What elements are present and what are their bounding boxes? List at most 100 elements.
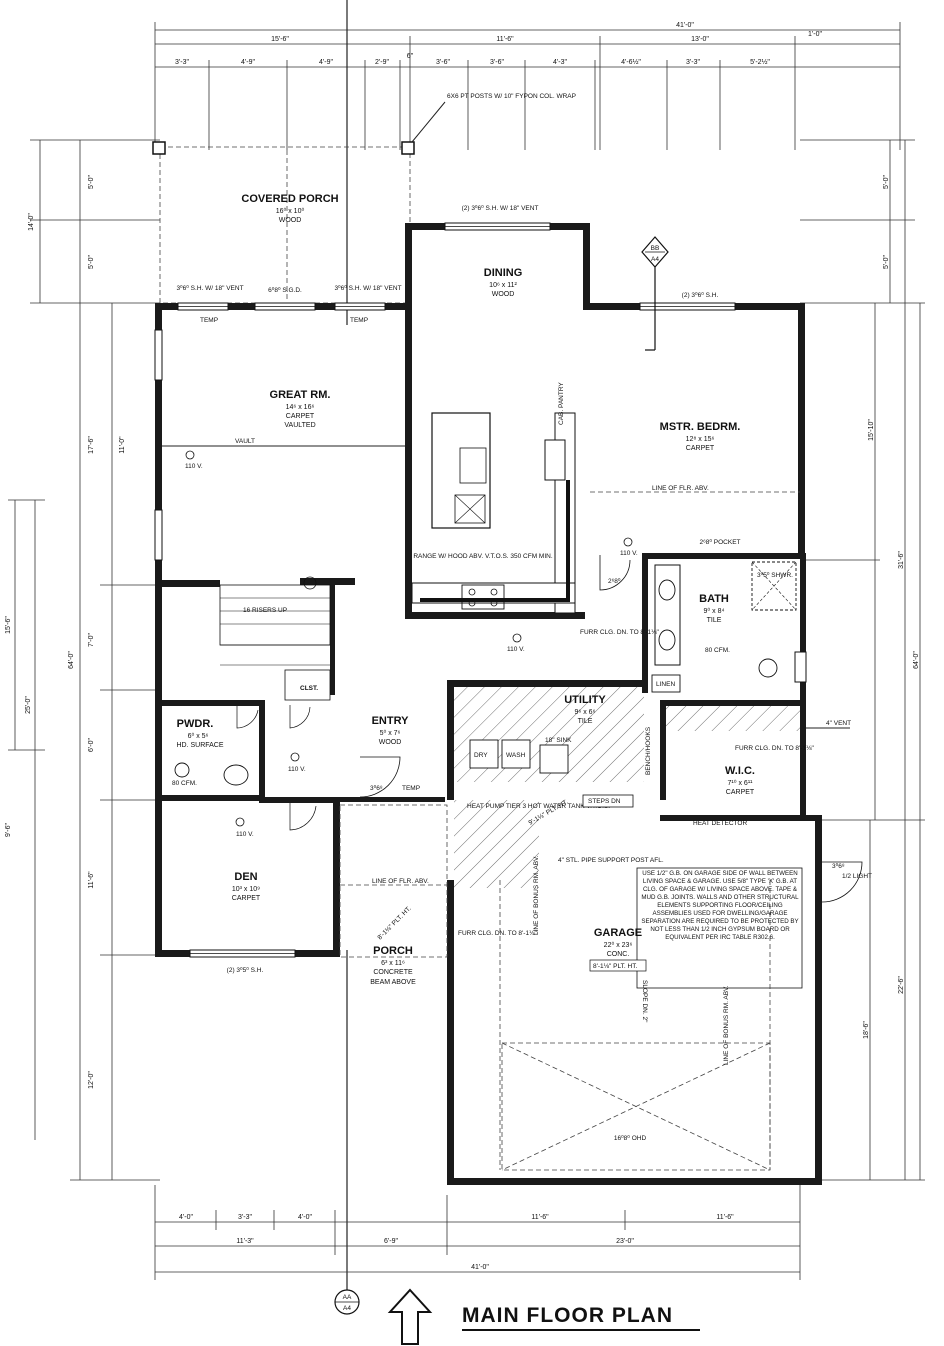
smoke-detector-icon <box>623 537 633 547</box>
great-rm-finish: CARPET <box>286 413 315 420</box>
wic-hatch <box>666 706 800 731</box>
heat-detector-label: HEAT DETECTOR <box>693 820 747 827</box>
dim-left-3: 15'-6" <box>5 616 12 634</box>
dim-bot-5: 11'-6" <box>716 1214 734 1221</box>
entry-finish: WOOD <box>379 739 402 746</box>
bath-name: BATH <box>699 593 729 605</box>
den-name: DEN <box>234 871 257 883</box>
great-window-right-label: 3⁰6⁰ S.H. W/ 18" VENT <box>334 284 401 292</box>
wic-size: 7¹⁰ x 6¹¹ <box>728 779 754 787</box>
entry-name: ENTRY <box>372 715 410 727</box>
right-dimensions: 5'-0" 5'-0" 15'-10" 31'-6" 64'-0" 22'-6"… <box>800 139 925 1181</box>
dim-top-3: 13'-0" <box>691 36 709 43</box>
entry-outlet-label: 110 V. <box>507 646 525 653</box>
master-window-label: (2) 3⁰6⁰ S.H. <box>682 291 719 299</box>
furr-label-2: FURR CLG. DN. TO 8'-1⅛" <box>580 629 659 636</box>
dim-bot-3: 4'-0" <box>298 1214 312 1221</box>
toilet-icon <box>174 762 190 778</box>
dim-bot-4: 11'-6" <box>531 1214 549 1221</box>
sink-icon <box>658 579 676 601</box>
section-marker-aa: AA A4 <box>334 1289 360 1315</box>
sink-icon <box>223 764 249 786</box>
smoke-detector-icon <box>290 752 300 762</box>
dim-bot-2: 3'-3" <box>238 1214 252 1221</box>
posts-note: 6X6 PT POSTS W/ 10" FYPON COL. WRAP <box>447 93 576 100</box>
pipe-label: 4" STL. PIPE SUPPORT POST AFL. <box>558 857 664 864</box>
wic-finish: CARPET <box>726 789 755 796</box>
utility: DRY WASH 18" SINK BENCH/HOOKS UTILITY 9⁶… <box>454 687 652 782</box>
entry-size: 5⁰ x 7⁶ <box>380 729 401 737</box>
porch-name: PORCH <box>373 945 413 957</box>
dim-bot-1: 4'-0" <box>179 1214 193 1221</box>
dim-left-in-8: 12'-0" <box>88 1071 95 1089</box>
dim-right-6: 22'-6" <box>898 976 905 994</box>
dim-left-in-1: 5'-0" <box>88 175 95 189</box>
den-line-flr-label: LINE OF FLR. ABV. <box>372 878 429 885</box>
section-bb-top: BB <box>651 245 660 252</box>
garage: USE 1/2" G.B. ON GARAGE SIDE OF WALL BET… <box>458 855 872 1171</box>
garage-plt-ht: 8'-1⅛" PLT. HT. <box>593 963 637 970</box>
den-finish: CARPET <box>232 895 261 902</box>
pocket-door-label: 2⁶8⁰ POCKET <box>699 538 740 546</box>
temp-label-2: TEMP <box>350 317 368 324</box>
garage-note: USE 1/2" G.B. ON GARAGE SIDE OF WALL BET… <box>641 870 799 941</box>
kitchen-island <box>431 412 491 529</box>
sink-icon <box>658 629 676 651</box>
stairs: 16 RISERS UP CLST. <box>219 576 331 729</box>
section-aa-bottom: A4 <box>343 1305 351 1312</box>
master-bedroom-size: 12⁸ x 15⁶ <box>686 436 715 443</box>
den-door <box>289 803 317 831</box>
section-marker-bb: BB A4 <box>641 236 669 351</box>
utility-finish: TILE <box>578 718 593 725</box>
master-bedroom-finish: CARPET <box>686 445 715 452</box>
furr-label-1: FURR CLG. DN. TO 8'-1⅛" <box>735 745 814 752</box>
wic-name: W.I.C. <box>725 765 755 777</box>
master-outlet-label: 110 V. <box>620 550 638 557</box>
den-size: 10³ x 10⁹ <box>232 886 260 893</box>
dim-top-1: 15'-6" <box>271 36 289 43</box>
dim-right-4: 31'-6" <box>898 551 905 569</box>
garage-name: GARAGE <box>594 927 642 939</box>
fridge-icon <box>544 439 566 481</box>
dishwasher-icon <box>454 494 486 524</box>
dim-left-in-7: 11'-6" <box>88 871 95 889</box>
line-flr-label: LINE OF FLR. ABV. <box>652 485 709 492</box>
heat-pump-label: HEAT PUMP TIER 3 HOT WATER TANK V.T.O.S. <box>467 803 610 810</box>
ohd-label: 16⁰8⁰ OHD <box>614 1134 647 1142</box>
dryer-icon <box>469 739 499 769</box>
dry-label: DRY <box>474 752 488 759</box>
dim-left-1: 14'-0" <box>28 213 35 231</box>
covered-porch-name: COVERED PORCH <box>241 193 338 205</box>
section-aa-top: AA <box>343 1294 352 1301</box>
vent-label: 4" VENT <box>826 720 851 727</box>
dim-top-r2-8: 4'-3" <box>553 59 567 66</box>
master-bedroom-name: MSTR. BEDRM. <box>660 421 741 433</box>
bonus-line-label-1: LINE OF BONUS RM. ABV. <box>533 855 540 935</box>
page-title: MAIN FLOOR PLAN <box>462 1304 673 1327</box>
garage-size: 22⁰ x 23⁶ <box>604 941 633 949</box>
section-bb-bottom: A4 <box>651 256 659 263</box>
range-label: RANGE W/ HOOD ABV. V.T.O.S. 350 CFM MIN. <box>413 553 552 560</box>
plt-ht-2: 8'-1⅛" PLT. HT. <box>376 905 412 941</box>
covered-porch-finish: WOOD <box>279 217 302 224</box>
shower-label: 3⁰5⁰ SHWR. <box>757 571 793 579</box>
bench-label: BENCH/HOOKS <box>645 726 652 775</box>
dining-finish: WOOD <box>492 291 515 298</box>
den-outlet-label: 110 V. <box>236 831 254 838</box>
bath-size: 9⁰ x 8⁴ <box>704 607 725 615</box>
cab-pantry-label: CAB. PANTRY <box>558 382 565 425</box>
den-window-label: (2) 3⁰5⁰ S.H. <box>227 966 264 974</box>
dim-top-r2-5: 6" <box>407 53 414 60</box>
great-window-left-label: 3⁰6⁰ S.H. W/ 18" VENT <box>176 284 243 292</box>
toilet-icon <box>758 658 778 678</box>
closet-name: CLST. <box>300 685 318 692</box>
risers-label: 16 RISERS UP <box>243 607 287 614</box>
porch-post <box>152 141 166 155</box>
range-icon <box>461 584 505 610</box>
dim-left-in-3: 17'-6" <box>88 436 95 454</box>
entry-door-label: 3⁰6⁸ <box>370 784 383 792</box>
porch-outline <box>339 804 448 958</box>
garage-side-door <box>821 861 863 903</box>
dim-top-r2-6: 3'-6" <box>436 59 450 66</box>
dim-top-4: 1'-0" <box>808 31 822 38</box>
